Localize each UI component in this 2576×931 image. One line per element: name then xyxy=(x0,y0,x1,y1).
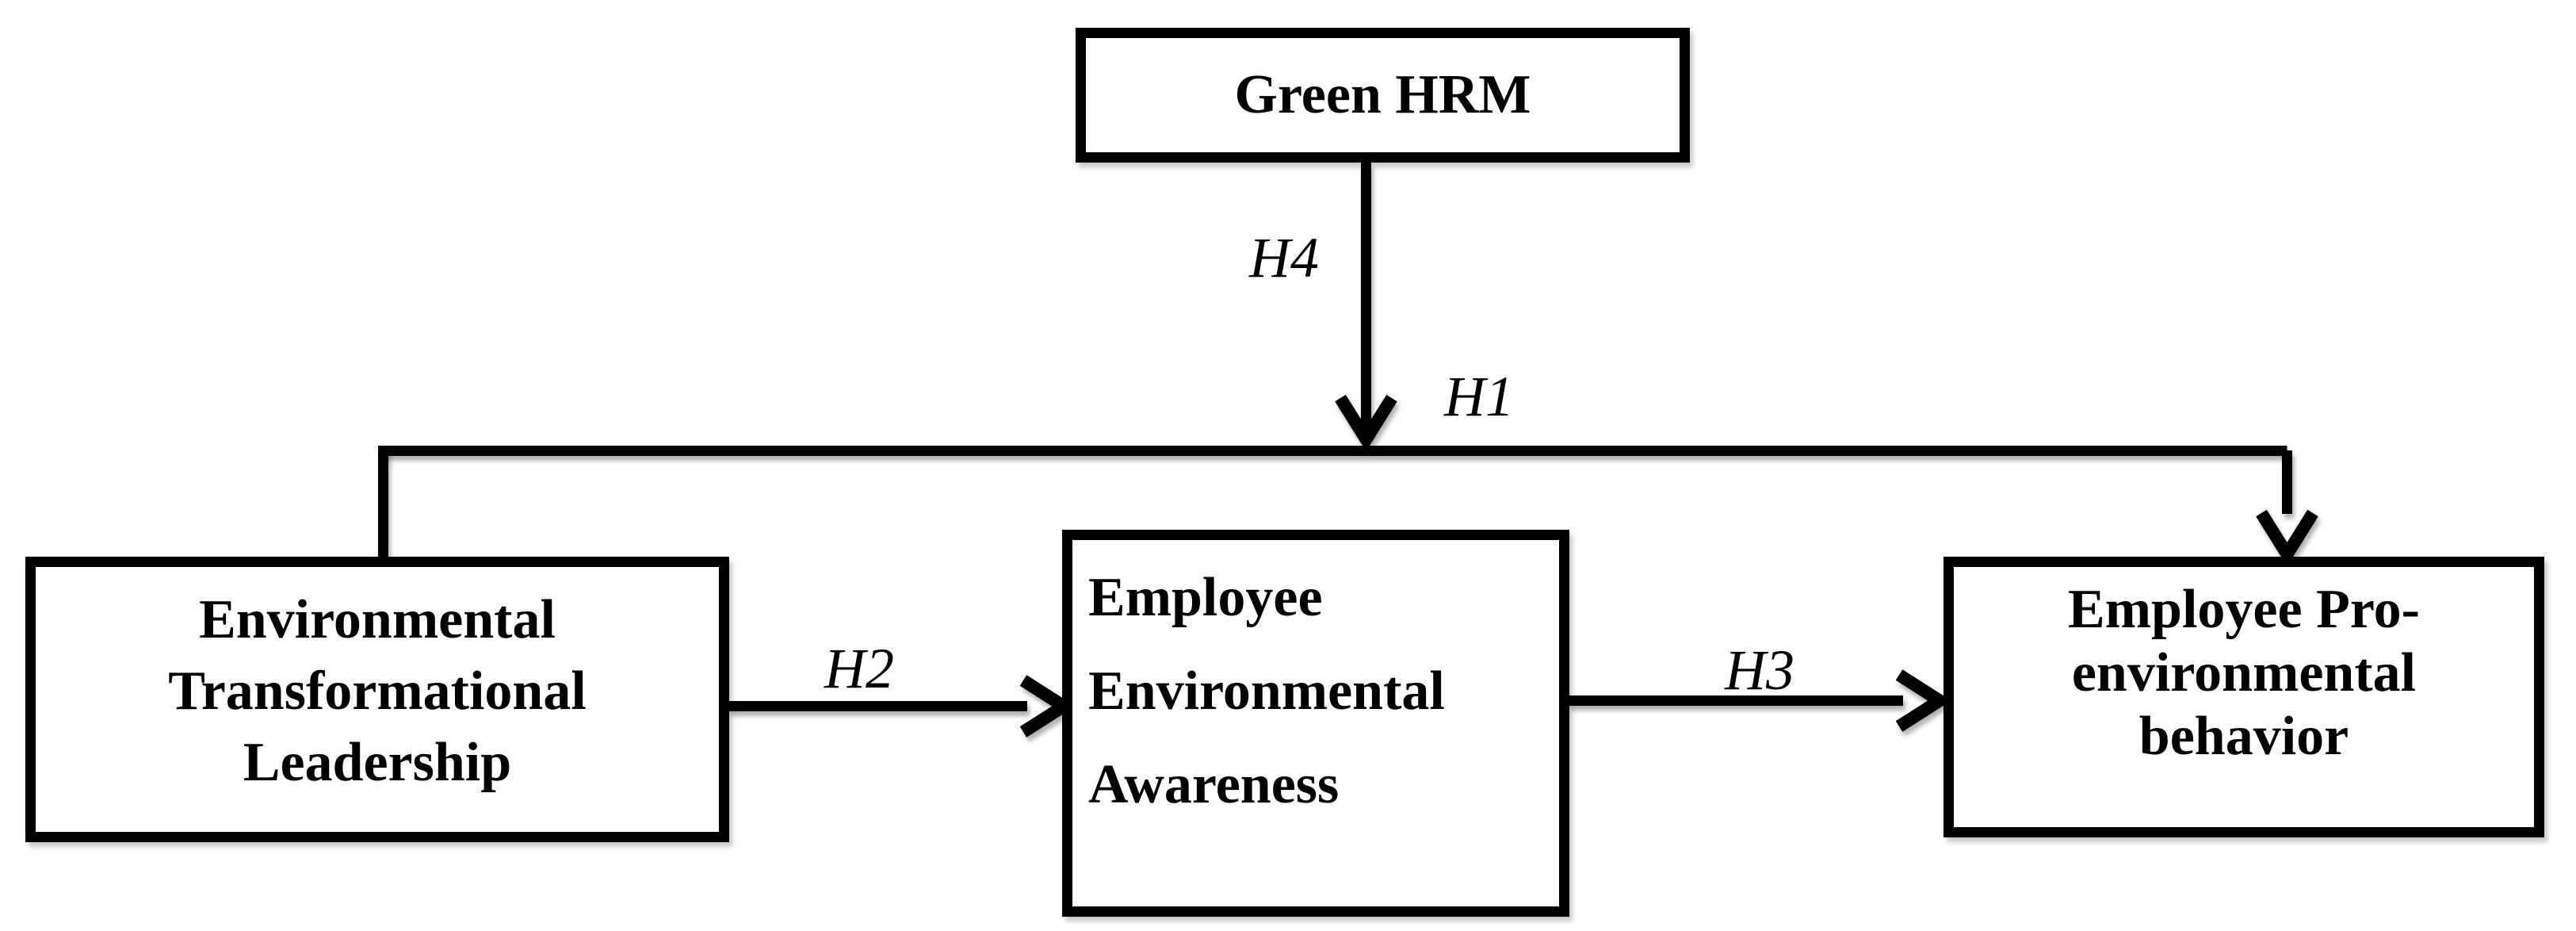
box-eea-line: Environmental xyxy=(1088,661,1445,722)
hypothesis-label-h1: H1 xyxy=(1444,365,1514,428)
box-epb-line: behavior xyxy=(2138,706,2349,767)
hypothesis-label-h3: H3 xyxy=(1725,638,1794,702)
box-green-hrm-label: Green HRM xyxy=(1234,64,1531,125)
hypothesis-label-h2: H2 xyxy=(824,637,894,700)
box-epb-line: Employee Pro- xyxy=(2068,579,2420,640)
h4-arrowhead xyxy=(1335,394,1397,452)
box-employee-pro-environmental-behavior: Employee Pro- environmental behavior xyxy=(1943,557,2544,837)
h2-arrowhead xyxy=(1019,675,1076,738)
box-eea-line: Awareness xyxy=(1088,754,1340,815)
h1-arrowhead xyxy=(2256,509,2318,567)
box-environmental-transformational-leadership: Environmental Transformational Leadershi… xyxy=(25,557,729,842)
box-etl-line: Transformational xyxy=(168,661,587,722)
h3-arrowhead xyxy=(1895,669,1951,732)
box-eea-line: Employee xyxy=(1088,567,1323,628)
hypothesis-label-h4: H4 xyxy=(1249,226,1319,289)
box-employee-environmental-awareness: Employee Environmental Awareness xyxy=(1062,530,1569,917)
box-etl-line: Leadership xyxy=(243,732,512,793)
box-epb-line: environmental xyxy=(2071,642,2417,703)
box-etl-line: Environmental xyxy=(199,589,556,650)
box-green-hrm: Green HRM xyxy=(1076,28,1690,163)
